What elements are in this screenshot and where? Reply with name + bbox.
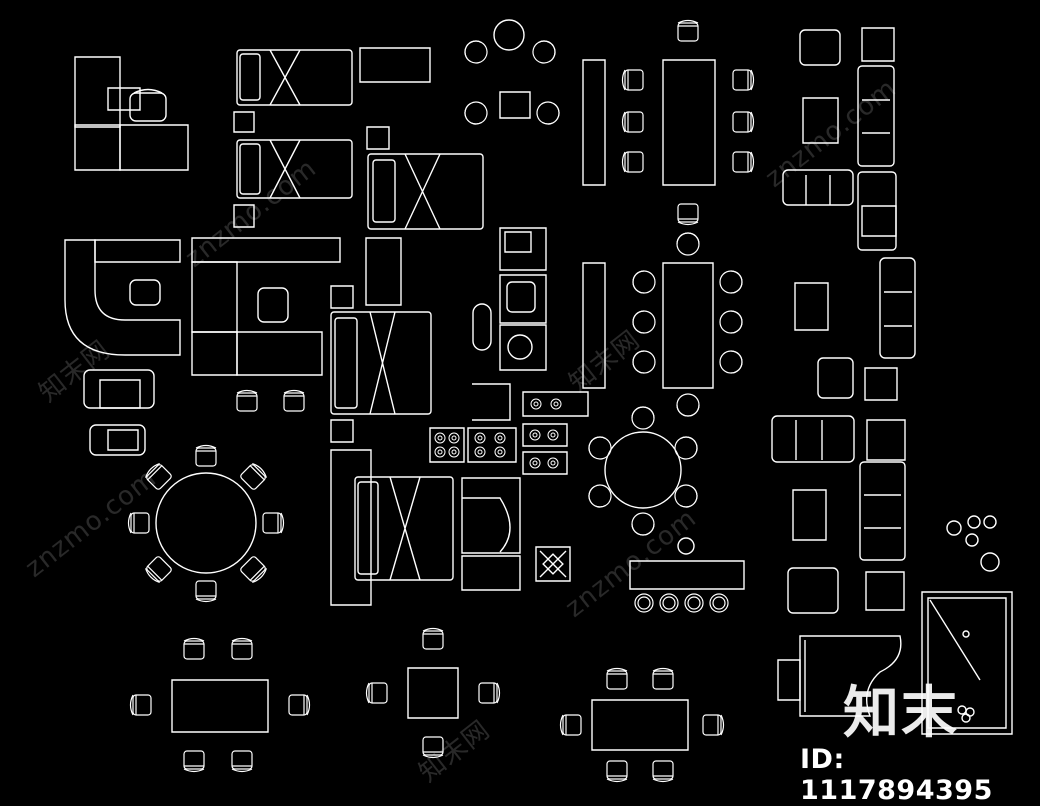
desk-with-chair-icon <box>75 57 188 170</box>
billiard-table-icon <box>922 516 1012 734</box>
bathtub-icon <box>462 478 570 590</box>
brand-logo: 知末 <box>843 681 959 746</box>
l-shaped-sofa-icon <box>192 238 353 375</box>
armchair-icon <box>84 370 154 455</box>
round-dining-table-icon <box>460 20 564 129</box>
square-dining-table-icon <box>365 627 501 759</box>
l-shaped-sofa-icon <box>65 240 180 355</box>
double-bed-icon <box>331 450 453 605</box>
kitchen-sink-icon <box>472 228 546 420</box>
armchair-icon <box>783 28 896 250</box>
rectangular-dining-table-icon <box>559 667 725 783</box>
rectangular-dining-table-icon <box>583 19 755 226</box>
double-bed-icon <box>331 238 431 442</box>
stove-icon <box>430 392 588 474</box>
rectangular-dining-table-icon <box>129 637 311 773</box>
single-bed-icon <box>234 48 430 132</box>
image-id-label: ID: 1117894395 <box>800 744 993 806</box>
single-bed-icon <box>234 140 352 227</box>
bar-counter-icon <box>630 538 744 613</box>
round-dining-table-icon <box>584 406 702 536</box>
armchair-icon <box>772 258 915 613</box>
piano-icon <box>778 636 901 716</box>
rectangular-dining-table-icon <box>583 232 743 417</box>
double-bed-icon <box>367 127 483 229</box>
round-dining-table-icon <box>127 444 285 603</box>
